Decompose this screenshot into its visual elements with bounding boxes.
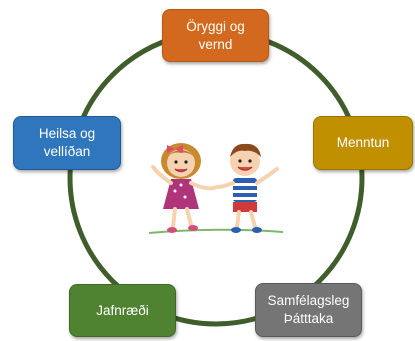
node-equality: Jafnræði [69,284,176,337]
node-social-participation: Samfélagsleg Þátttaka [255,283,362,337]
node-education: Menntun [313,116,413,170]
node-safety-protection: Öryggi og vernd [162,9,269,62]
children-illustration [148,143,284,234]
node-health-wellbeing: Heilsa og vellíðan [13,116,121,170]
